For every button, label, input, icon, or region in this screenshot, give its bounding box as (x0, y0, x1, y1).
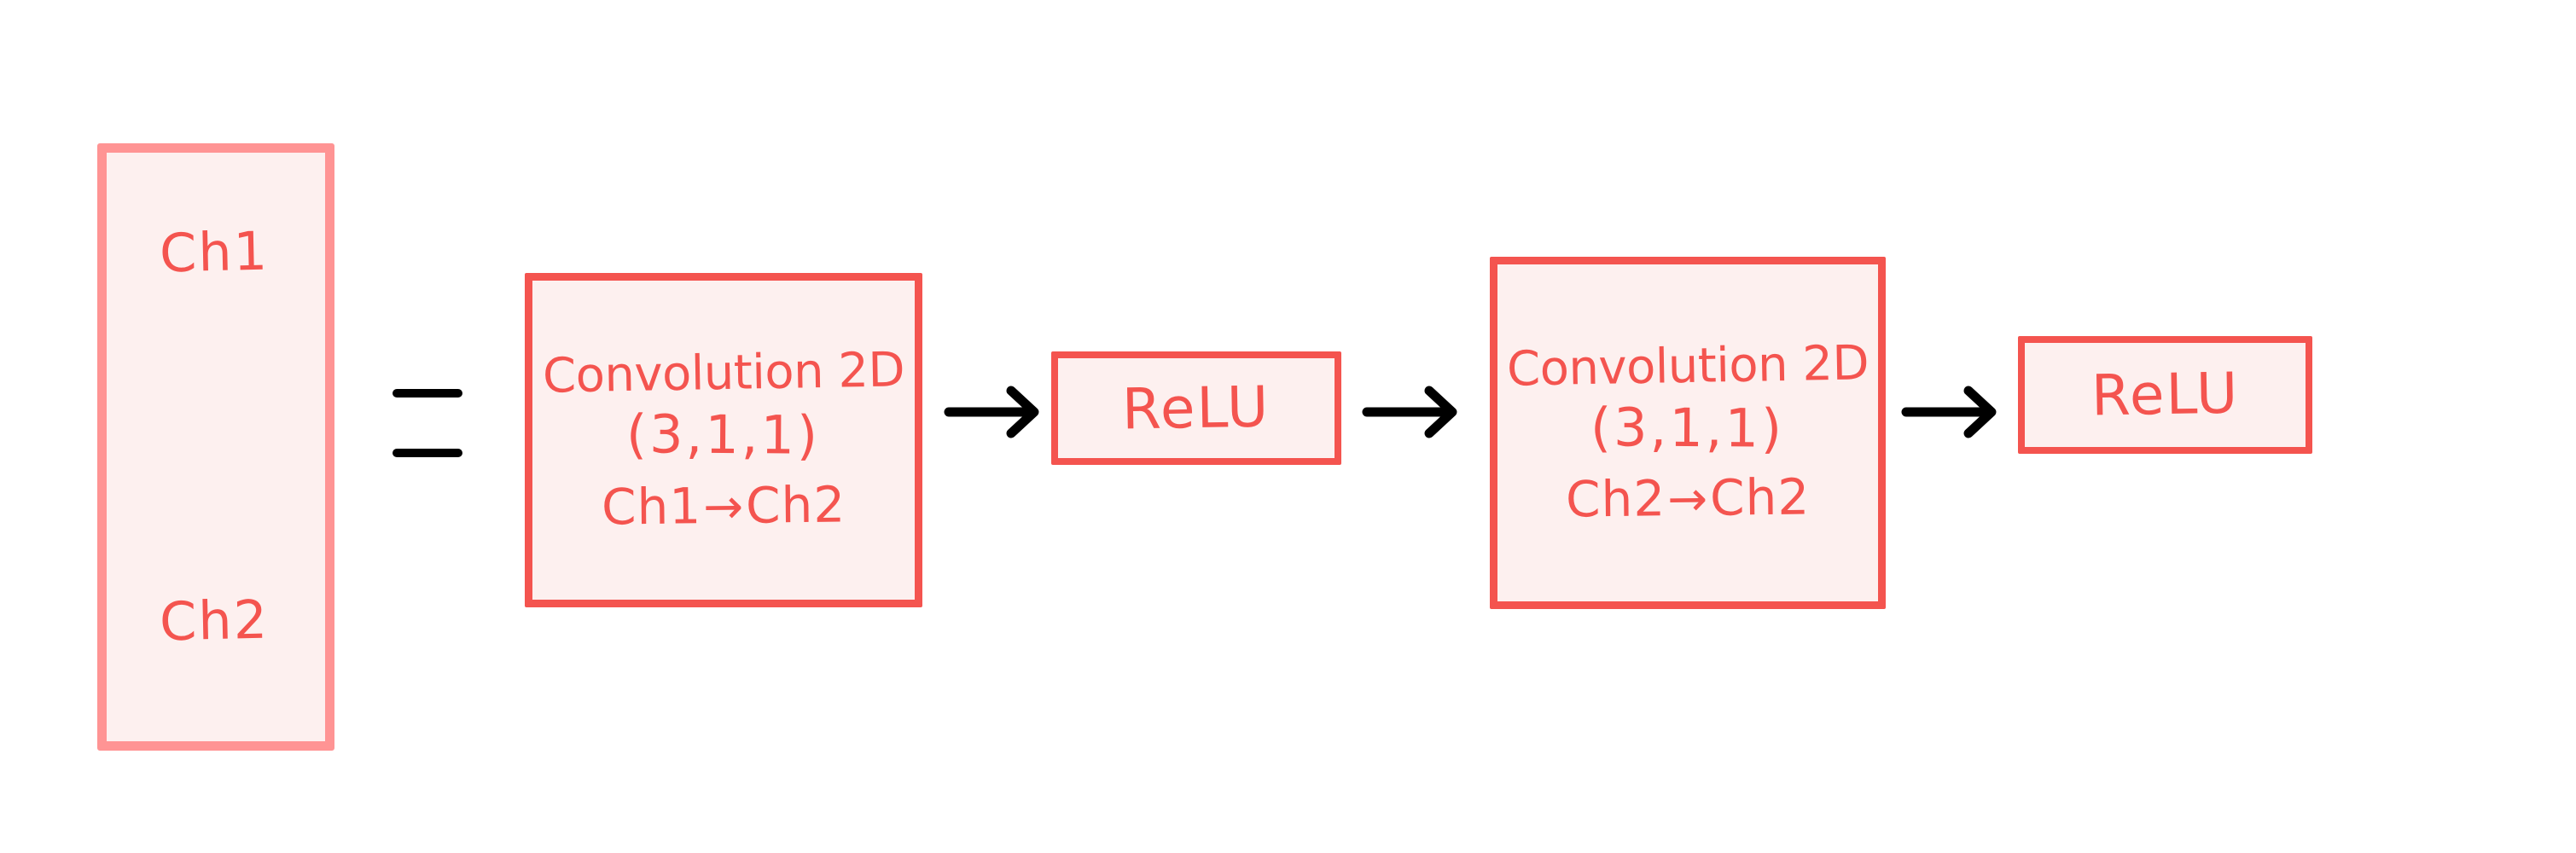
conv1-out-channels: Ch2 (745, 475, 846, 535)
equals-sign (393, 389, 462, 457)
input-channels-block[interactable]: Ch1 Ch2 (97, 143, 334, 751)
conv2-title: Convolution 2D (1506, 335, 1869, 397)
flow-arrow-3 (1901, 386, 2005, 438)
conv1-arrow-icon: → (702, 479, 745, 535)
conv2-in-channels: Ch2 (1565, 469, 1666, 529)
channel-label-ch2: Ch2 (159, 588, 270, 653)
convolution-2d-block-1[interactable]: Convolution 2D (3,1,1) Ch1→Ch2 (525, 273, 922, 607)
conv1-title: Convolution 2D (542, 342, 905, 404)
flow-arrow-1 (944, 386, 1048, 438)
relu1-label: ReLU (1121, 373, 1271, 443)
convolution-2d-block-2[interactable]: Convolution 2D (3,1,1) Ch2→Ch2 (1490, 257, 1886, 609)
conv2-out-channels: Ch2 (1709, 467, 1811, 527)
conv1-kernel: (3,1,1) (626, 403, 821, 467)
conv1-in-channels: Ch1 (601, 476, 702, 537)
flow-arrow-2 (1362, 386, 1466, 438)
conv2-kernel: (3,1,1) (1590, 396, 1785, 460)
equals-bar-top (393, 389, 462, 397)
relu-block-1[interactable]: ReLU (1051, 351, 1341, 465)
conv1-channel-map: Ch1→Ch2 (602, 475, 846, 536)
conv2-channel-map: Ch2→Ch2 (1566, 468, 1811, 529)
equals-bar-bottom (393, 449, 462, 457)
relu2-label: ReLU (2090, 360, 2240, 429)
conv2-arrow-icon: → (1666, 471, 1709, 528)
channel-label-ch1: Ch1 (159, 219, 270, 285)
relu-block-2[interactable]: ReLU (2018, 336, 2312, 454)
